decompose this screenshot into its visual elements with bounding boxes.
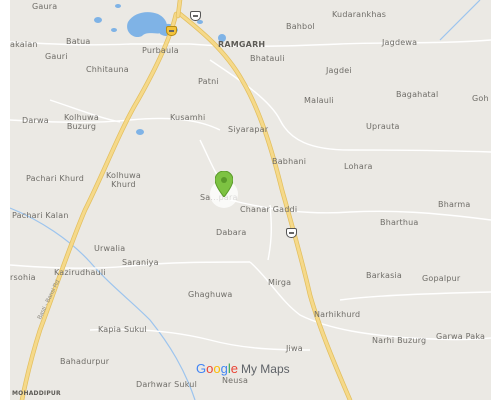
place-label-kolhuwa: Kolhuwa (64, 113, 99, 122)
place-label-jagdei: Jagdei (326, 66, 352, 75)
place-label-batua: Batua (66, 37, 91, 46)
place-label-narhikhurd: Narhikhurd (314, 310, 361, 319)
minor-road-1 (10, 41, 190, 46)
stream-west (10, 207, 196, 400)
highway-shield-icon (286, 228, 297, 238)
place-label-akalan: akalan (10, 40, 38, 49)
logo-letter: e (230, 361, 238, 376)
streams (10, 0, 481, 400)
minor-road-11 (89, 328, 311, 351)
place-label-darwa: Darwa (22, 116, 49, 125)
location-pin-icon[interactable] (215, 171, 233, 197)
highways (19, 0, 353, 400)
place-label-garwa-paka: Garwa Paka (436, 332, 486, 341)
place-label-bhatauli: Bhatauli (250, 54, 285, 63)
map-base-layer (10, 0, 491, 400)
place-label-bahadurpur: Bahadurpur (60, 357, 110, 366)
place-label-lohara: Lohara (344, 162, 373, 171)
place-label-patni: Patni (198, 77, 219, 86)
pond-3 (218, 34, 226, 42)
place-label-bharthua: Bharthua (380, 218, 419, 227)
place-label-jiwa: Jiwa (286, 344, 303, 353)
place-label-kudarankhas: Kudarankhas (332, 10, 387, 19)
pond-5 (136, 129, 144, 135)
place-label-pachari-khurd: Pachari Khurd (26, 174, 85, 183)
place-label-purbaula: Purbaula (142, 46, 179, 55)
place-label-barkasia: Barkasia (366, 271, 402, 280)
minor-road-9 (49, 99, 121, 123)
place-label-chhitauna: Chhitauna (86, 65, 129, 74)
place-label-bharma: Bharma (438, 200, 471, 209)
minor-road-3 (209, 59, 491, 153)
place-label-mirga: Mirga (268, 278, 292, 287)
place-label-jagdewa: Jagdewa (382, 38, 418, 47)
place-label-neusa: Neusa (222, 376, 249, 385)
place-label-kusamhi: Kusamhi (170, 113, 206, 122)
minor-road-8 (267, 204, 273, 261)
place-label-rsohia: rsohia (10, 273, 36, 282)
place-label-mohaddipur: MOHADDIPUR (12, 390, 61, 397)
place-label-gopalpur: Gopalpur (422, 274, 461, 283)
place-label-saraniya: Saraniya (122, 258, 159, 267)
map-viewport[interactable]: Gaura akalan Batua Gauri Purbaula RAMGAR… (10, 0, 491, 400)
minor-road-5 (229, 199, 491, 221)
pond-2 (111, 28, 117, 32)
place-label-babhani: Babhani (272, 157, 307, 166)
highway-north (176, 0, 182, 18)
pond-6 (115, 4, 121, 8)
place-label-ramgarh: RAMGARH (218, 40, 266, 49)
pond-1 (94, 17, 102, 23)
place-label-ghaghuwa: Ghaghuwa (188, 290, 233, 299)
place-label-kazirudhauli: Kazirudhauli (54, 268, 106, 277)
pond-4 (197, 20, 203, 24)
minor-road-7 (249, 261, 491, 341)
logo-letter: g (220, 361, 228, 376)
minor-road-10 (339, 291, 491, 301)
lake-north (127, 12, 167, 38)
place-label-kolhuwa: Kolhuwa (106, 171, 141, 180)
logo-letter: l (227, 361, 231, 376)
logo-letter: o (206, 361, 214, 376)
logo-letter: G (196, 361, 207, 376)
logo-suffix: My Maps (240, 362, 290, 376)
place-label-bagahatal: Bagahatal (396, 90, 439, 99)
highway-sw (20, 12, 178, 400)
place-label-bahbol: Bahbol (286, 22, 315, 31)
place-label-gaura: Gaura (32, 2, 58, 11)
place-label-pachari-kalan: Pachari Kalan (12, 211, 69, 220)
place-label-gauri: Gauri (45, 52, 68, 61)
minor-roads (10, 39, 491, 351)
place-label-malauli: Malauli (304, 96, 334, 105)
place-label-kapia-sukul: Kapia Sukul (98, 325, 147, 334)
place-label-urwalia: Urwalia (94, 244, 126, 253)
place-label-dabara: Dabara (216, 228, 247, 237)
place-label-uprauta: Uprauta (366, 122, 400, 131)
place-label-narhi-buzurg: Narhi Buzurg (372, 336, 427, 345)
place-label-siyarapar: Siyarapar (228, 125, 269, 134)
place-label-khurd: Khurd (111, 180, 136, 189)
minor-road-4 (10, 117, 221, 131)
place-label-darhwar-sukul: Darhwar Sukul (136, 380, 197, 389)
highway-se (178, 12, 352, 400)
minor-road-6 (10, 261, 251, 269)
water-bodies (94, 4, 226, 135)
place-label-buzurg: Buzurg (66, 122, 97, 131)
place-label-goh: Goh (472, 94, 489, 103)
minor-road-2 (189, 39, 491, 47)
place-label-chanar-gaddi: Chanar Gaddi (240, 205, 298, 214)
state-highway-shield-icon (166, 26, 177, 36)
stream-east (439, 0, 481, 41)
logo-letter: o (213, 361, 221, 376)
highway-shield-icon (190, 11, 201, 21)
